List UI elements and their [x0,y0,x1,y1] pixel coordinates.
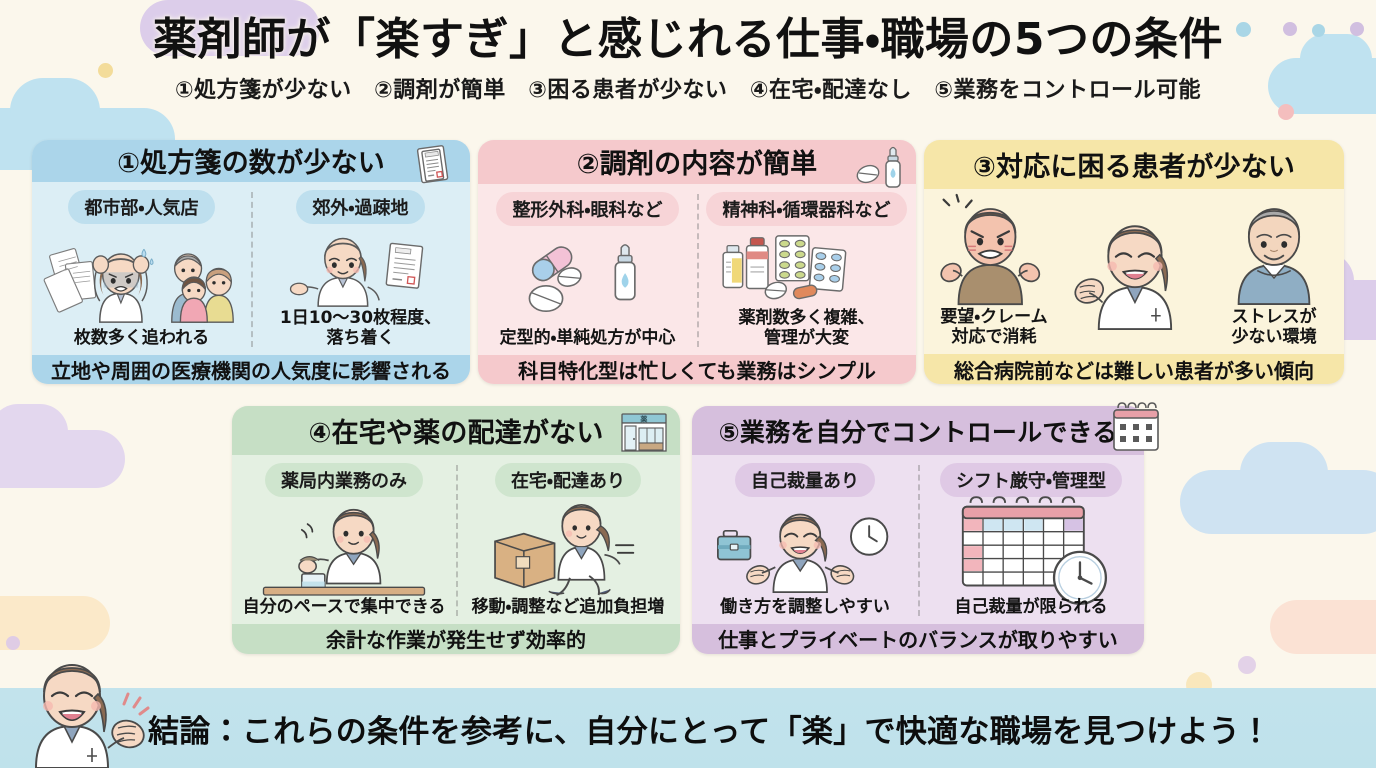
card-2-caption-2: 薬剤数多く複雑、 管理が大変 [738,307,875,349]
card-2-column-1: 整形外科・眼科など [478,184,697,355]
card-5-column-1: 自己裁量あり [692,455,918,624]
card-1-header: ①処方箋の数が少ない [32,140,470,184]
cloud-decor-8 [1270,600,1376,654]
card-4-footer: 余計な作業が発生せず効率的 [232,623,680,654]
pharmacist-with-briefcase-and-clock-icon [698,501,912,597]
card-2-footer: 科目特化型は忙しくても業務はシンプル [478,355,916,384]
card-3-body: 要望・クレーム 対応で消耗 [924,189,1344,354]
card-4-column-1: 薬局内業務のみ [232,455,456,624]
dot-decor-5 [1278,104,1294,120]
pharmacy-storefront-icon: 薬 [618,410,670,456]
card-1-body: 都市部・人気店 [32,182,470,355]
card-3-column-3: ストレスが 少ない環境 [1204,189,1344,354]
simple-capsule-tablet-eyedrop-icon [484,230,691,329]
card-4-caption-2: 移動・調整など追加負担増 [471,597,665,618]
card-2-column-2: 精神科・循環器科など [697,184,916,355]
header: 薬剤師が「楽すぎ」と感じれる仕事・職場の5つの条件 ①処方箋が少ない ②調剤が簡… [0,0,1376,104]
card-2-caption-1: 定型的・単純処方が中心 [499,328,676,349]
card-1-caption-2: 1日10〜30枚程度、 落ち着く [279,307,442,349]
cloud-decor-5 [0,430,125,488]
card-5-pill-1: 自己裁量あり [735,463,875,498]
card-3-header: ③対応に困る患者が少ない [924,140,1344,189]
card-5-header: ⑤業務を自分でコントロールできる [692,406,1144,456]
card-2-pill-1: 整形外科・眼科など [496,191,679,226]
calm-elderly-patient-icon [1210,195,1338,307]
pharmacist-running-with-box-icon [462,501,674,597]
card-2-divider [697,193,699,347]
cloud-decor-6b [1240,442,1328,504]
card-5-body: 自己裁量あり [692,455,1144,624]
condition-card-1[interactable]: ①処方箋の数が少ない [32,140,470,384]
avatar [22,656,154,768]
condition-card-5[interactable]: ⑤業務を自分でコントロールできる 自己裁量あり [692,406,1144,654]
card-2-header: ②調剤の内容が簡単 [478,140,916,188]
card-3-caption-1: 要望・クレーム 対応で消耗 [940,306,1048,348]
card-1-headline: ①処方箋の数が少ない [117,148,385,180]
stressed-pharmacist-with-papers-and-patients-icon [38,228,245,329]
svg-text:薬: 薬 [639,415,648,424]
cloud-decor-6 [1180,470,1376,534]
many-medicine-bottles-and-blisters-icon [703,230,910,308]
page-title: 薬剤師が「楽すぎ」と感じれる仕事・職場の5つの条件 [152,14,1224,65]
conclusion-text: 結論：これらの条件を参考に、自分にとって「楽」で快適な職場を見つけよう！ [148,713,1272,750]
card-4-column-2: 在宅・配達あり [456,455,680,624]
card-5-caption-2: 自己裁量が限られる [954,597,1108,618]
card-5-footer: 仕事とプライベートのバランスが取りやすい [692,623,1144,654]
prescription-papers-icon [408,144,460,190]
pharmacist-dispensing-at-counter-icon [238,501,450,597]
card-4-body: 薬局内業務のみ [232,455,680,624]
card-4-pill-2: 在宅・配達あり [494,463,642,498]
calendar-and-clock-icon [924,496,1138,605]
pill-and-eyedrop-bottle-icon [854,144,906,190]
card-4-caption-1: 自分のペースで集中できる [242,597,446,618]
card-3-column-2 [1064,189,1204,354]
page-subtitle: ①処方箋が少ない ②調剤が簡単 ③困る患者が少ない ④在宅・配達なし ⑤業務をコ… [174,77,1202,103]
conclusion-bar: 結論：これらの条件を参考に、自分にとって「楽」で快適な職場を見つけよう！ [0,688,1376,768]
dot-decor-11 [6,636,20,650]
cloud-decor-5b [0,404,68,460]
card-5-caption-1: 働き方を調整しやすい [720,597,890,618]
card-5-divider [918,465,920,616]
card-3-column-1: 要望・クレーム 対応で消耗 [924,189,1064,354]
dot-decor-8 [1238,656,1256,674]
card-2-pill-2: 精神科・循環器科など [706,191,907,226]
card-5-column-2: シフト厳守・管理型 [918,455,1144,624]
angry-patient-icon [930,193,1058,307]
cloud-decor-7 [0,596,110,650]
card-4-headline: ④在宅や薬の配達がない [308,418,604,450]
card-5-pill-2: シフト厳守・管理型 [939,463,1123,498]
card-1-pill-2: 郊外・過疎地 [296,189,425,224]
card-1-column-1: 都市部・人気店 [32,182,251,355]
card-3-caption-3: ストレスが 少ない環境 [1231,306,1317,348]
card-2-headline: ②調剤の内容が簡単 [576,149,818,181]
card-1-caption-1: 枚数多く追われる [73,328,210,349]
card-4-divider [456,465,458,616]
calm-pharmacist-with-single-paper-icon [257,228,464,308]
card-3-footer: 総合病院前などは難しい患者が多い傾向 [924,354,1344,384]
card-4-pill-1: 薬局内業務のみ [265,463,423,498]
card-5-headline: ⑤業務を自分でコントロールできる [718,417,1118,447]
card-2-body: 整形外科・眼科など [478,184,916,355]
card-1-divider [251,191,253,347]
condition-card-4[interactable]: ④在宅や薬の配達がない 薬 薬局内業務のみ [232,406,680,654]
card-1-footer: 立地や周囲の医療機関の人気度に影響される [32,355,470,384]
condition-card-3[interactable]: ③対応に困る患者が少ない [924,140,1344,384]
card-3-headline: ③対応に困る患者が少ない [972,151,1296,183]
calendar-clock-icon [1108,400,1164,456]
card-1-pill-1: 都市部・人気店 [68,189,215,224]
card-4-header: ④在宅や薬の配達がない 薬 [232,406,680,456]
smiling-pharmacist-icon [1070,195,1198,348]
card-1-column-2: 郊外・過疎地 [251,182,470,355]
condition-card-2[interactable]: ②調剤の内容が簡単 整形外科・眼科など [478,140,916,384]
